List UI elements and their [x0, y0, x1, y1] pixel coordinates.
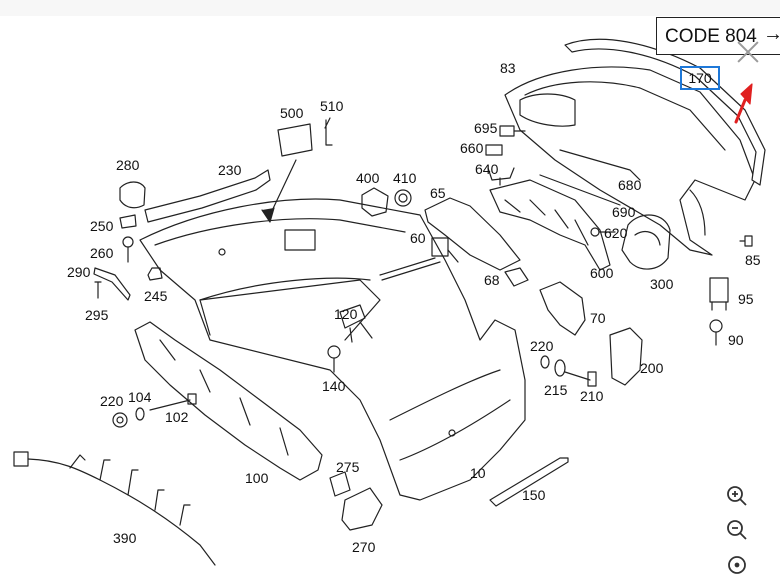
part-label: 400	[356, 170, 380, 186]
code-label: CODE 804	[665, 26, 757, 47]
code-box: CODE 804 →	[656, 17, 780, 55]
right-hardware[interactable]	[540, 327, 643, 387]
part-label: 300	[650, 276, 674, 292]
part-label: 104	[128, 389, 152, 405]
part-label: 85	[745, 252, 761, 268]
part-label: 280	[116, 157, 140, 173]
part-label: 620	[604, 225, 628, 241]
flap-cover-part[interactable]	[277, 117, 333, 157]
part-label: 640	[475, 161, 499, 177]
part-label: 102	[165, 409, 189, 425]
part-label: 65	[430, 185, 446, 201]
highlighted-part-label: 170	[688, 70, 712, 86]
wiring-harness-390-part[interactable]	[13, 451, 216, 566]
left-trim-parts[interactable]	[119, 169, 271, 223]
left-fasteners[interactable]	[93, 214, 163, 301]
part-label: 230	[218, 162, 242, 178]
part-label: 695	[474, 120, 498, 136]
part-label: 140	[322, 378, 346, 394]
part-label: 260	[90, 245, 114, 261]
part-label: 690	[612, 204, 636, 220]
sensor-part[interactable]	[361, 187, 412, 217]
part-label: 245	[144, 288, 168, 304]
part-label: 83	[500, 60, 516, 76]
upper-bumper-cover-part[interactable]	[504, 66, 756, 256]
part-label: 100	[245, 470, 269, 486]
sensor-holder-60-part[interactable]	[379, 237, 459, 276]
reflector-strip-150-part[interactable]	[489, 457, 569, 507]
part-label: 680	[618, 177, 642, 193]
part-label: 200	[640, 360, 664, 376]
part-label: 220	[100, 393, 124, 409]
part-label: 68	[484, 272, 500, 288]
highlighted-part-170[interactable]: 170	[680, 66, 720, 90]
lower-support-100-part[interactable]	[134, 321, 323, 481]
part-label: 90	[728, 332, 744, 348]
bracket-65-part[interactable]	[424, 197, 521, 271]
arrow-right-icon: →	[763, 23, 780, 45]
part-label: 120	[334, 306, 358, 322]
part-label: 275	[336, 459, 360, 475]
part-label: 600	[590, 265, 614, 281]
zoom-reset-icon[interactable]	[722, 550, 752, 580]
screw-140-part[interactable]	[327, 345, 341, 373]
side-bracket-70-part[interactable]	[539, 281, 586, 336]
mounting-rail-part[interactable]	[489, 179, 611, 271]
part-label: 95	[738, 291, 754, 307]
part-label: 150	[522, 487, 546, 503]
part-label: 295	[85, 307, 109, 323]
bracket-120-part[interactable]	[339, 304, 373, 343]
small-fasteners-right[interactable]	[709, 235, 753, 346]
part-label: 220	[530, 338, 554, 354]
part-label: 60	[410, 230, 426, 246]
zoom-out-icon[interactable]	[722, 515, 752, 545]
clip-68-part[interactable]	[504, 267, 529, 287]
lower-trim-parts[interactable]	[329, 471, 383, 531]
part-label: 660	[460, 140, 484, 156]
part-label: 290	[67, 264, 91, 280]
zoom-in-icon[interactable]	[722, 481, 752, 511]
part-label: 270	[352, 539, 376, 555]
part-label: 250	[90, 218, 114, 234]
left-hardware[interactable]	[112, 393, 197, 428]
part-label: 210	[580, 388, 604, 404]
red-pointer-arrow-icon	[734, 83, 753, 124]
clips-group[interactable]	[485, 125, 641, 237]
trim-strip-part[interactable]	[564, 38, 766, 186]
reflector-part[interactable]	[621, 214, 671, 270]
part-label: 410	[393, 170, 417, 186]
part-label: 510	[320, 98, 344, 114]
part-label: 390	[113, 530, 137, 546]
main-bumper-cover-part[interactable]	[139, 198, 526, 501]
top-bar	[0, 0, 780, 16]
part-label: 10	[470, 465, 486, 481]
part-label: 215	[544, 382, 568, 398]
part-label: 500	[280, 105, 304, 121]
close-icon[interactable]	[736, 40, 760, 64]
part-label: 70	[590, 310, 606, 326]
